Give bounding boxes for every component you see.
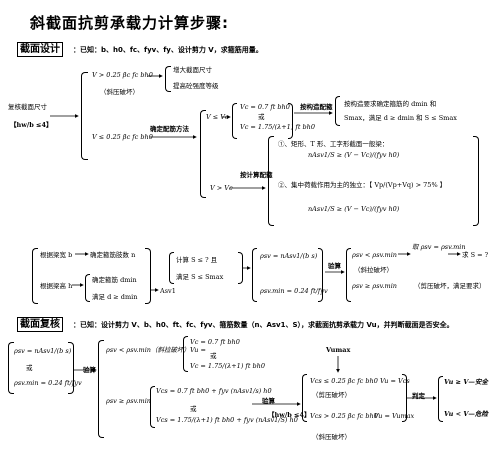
brace-rho <box>252 248 257 302</box>
diag-fail-note: （斜压破坏） <box>100 88 139 96</box>
brace-result <box>346 248 351 302</box>
section-label-design: 截面设计 <box>17 42 63 57</box>
v-le-vc: V ≤ Vc <box>206 113 229 121</box>
case-2: ②、集中荷载作用为主的独立：【 Vp/(Vp+Vq) > 75% 】 <box>278 181 447 189</box>
review-or: 或 <box>26 364 33 372</box>
result-vu-vcs: Vu = Vcs <box>380 377 410 385</box>
review-ge-case: ρsv ≥ ρsv.min <box>106 397 151 405</box>
hw-ratio: 【hw/b ≤4】 <box>10 121 53 129</box>
brace-review-cases <box>98 340 104 438</box>
by-width: 根据梁宽 b <box>40 251 73 259</box>
brace-construct <box>335 96 340 126</box>
vumax-label: Vumax <box>326 346 351 354</box>
review-vcs-2: Vcs = 1.75/(λ+1) ft bh0 + fyv (nAsv1/S) … <box>156 416 298 424</box>
rho-sv-formula: ρsv = nAsv1/(b s) <box>260 252 318 260</box>
design-header: ：已知：b、h0、fc、fyv、fy、设计剪力 V，求箍筋用量。 <box>73 46 263 54</box>
danger-result: Vu < V—危险 <box>444 410 488 418</box>
by-height: 根据梁高 h <box>40 282 73 290</box>
asv1: Asv1 <box>160 287 176 295</box>
brace-s <box>169 252 174 284</box>
vc-formula-1: Vc = 0.7 ft bh0 <box>240 103 290 111</box>
brace-vc <box>232 103 237 139</box>
vc-formula-2: Vc = 1.75/(λ+1) ft bh0 <box>240 123 315 131</box>
cond-vcs-gt: Vcs > 0.25 βc fc bh0 <box>310 412 378 420</box>
rho-min-formula: ρsv.min = 0.24 ft/fyv <box>260 287 328 295</box>
determine-d: 确定箍筋 dmin <box>92 276 137 284</box>
review-or-3: 或 <box>190 405 197 413</box>
check-label: 验算 <box>328 262 341 270</box>
brace-d <box>85 274 90 302</box>
brace-review-rho <box>8 342 14 394</box>
judge-label: 判定 <box>412 392 425 400</box>
find-s: 求 S = ? <box>462 251 489 259</box>
option-raise-concrete: 提高砼强度等级 <box>173 82 219 90</box>
determine-method: 确定配筋方法 <box>150 125 189 133</box>
construct-desc-1: 按构造要求确定箍筋的 dmin 和 <box>344 100 437 108</box>
construct-desc-2: Smax，满足 d ≥ dmin 和 S ≤ Smax <box>344 114 457 122</box>
review-header: ：已知：设计剪力 V、b、h0、ft、fc、fyv、箍筋数量（n、Asv1、S）… <box>73 321 454 329</box>
review-hw: 【hw/b ≤4】 <box>268 411 311 419</box>
review-rho-sv: ρsv = nAsv1/(b s) <box>14 347 72 355</box>
brace-calc <box>268 136 274 226</box>
review-diag-fail: （斜压破坏） <box>312 433 351 441</box>
review-check-2: 验算 <box>262 397 275 405</box>
diag-tension-note: （斜拉破坏） <box>354 266 393 274</box>
check-section-label: 复核截面尺寸 <box>8 103 47 111</box>
result-vu-max: Vu = Vumax <box>374 412 415 420</box>
rho-ge-min: ρsv ≥ ρsv.min <box>352 282 397 290</box>
brace-s-right <box>238 252 243 284</box>
case-1: ①、矩形、T 形、工字形截面一般梁： <box>278 140 389 148</box>
section-label-review: 截面复核 <box>17 317 63 332</box>
brace-review-rho-right <box>68 342 74 394</box>
case-2-formula: nAsv1/S ≥ (V − Vc)/(fyv h0) <box>308 205 400 213</box>
satisfy-s: 满足 S ≤ Smax <box>176 273 224 281</box>
cond-vcs-le: Vcs ≤ 0.25 βc fc bh0 <box>310 377 378 385</box>
legs-count: 确定箍筋肢数 n <box>90 251 136 259</box>
take-rho-min: 取 ρsv = ρsv.min <box>412 243 466 251</box>
option-enlarge-section: 增大截面尺寸 <box>173 66 212 74</box>
brace-review-vu <box>302 374 307 422</box>
review-or-2: 或 <box>210 352 217 360</box>
satisfy-d: 满足 d ≥ dmin <box>92 293 138 301</box>
page-title: 斜截面抗剪承载力计算步骤: <box>30 14 229 32</box>
review-vc-1: Vc = 0.7 ft bh0 <box>190 338 240 346</box>
construct-label: 按构造配箍 <box>300 103 333 111</box>
calc-s: 计算 S ≤ ? 且 <box>176 256 218 264</box>
brace-review-vcs <box>150 386 155 428</box>
review-rho-min: ρsv.min = 0.24 ft/fyv <box>14 379 82 387</box>
brace-design-main <box>81 72 88 160</box>
calc-label: 按计算配箍 <box>240 171 273 179</box>
cond-v-big: V > 0.25 βc fc bh0 <box>92 71 153 79</box>
brace-vc-right <box>288 103 293 139</box>
case-1-formula: nAsv1/S ≥ (V − Vc)/(fyv h0) <box>308 151 400 159</box>
brace-options <box>165 66 171 92</box>
brace-review-vc <box>183 336 188 372</box>
review-shear-comp: （剪压破坏） <box>312 391 351 399</box>
cond-v-ok: V ≤ 0.25 βc fc bh0 <box>92 133 153 141</box>
review-lt-case: ρsv < ρsv.min（斜拉破坏）Vu = <box>106 346 206 354</box>
review-vc-2: Vc = 1.75/(λ+1) ft bh0 <box>190 362 265 370</box>
v-gt-vc: V > Vc <box>210 184 233 192</box>
shear-comp-note: （剪压破坏，满足要求） <box>414 282 486 290</box>
or-label: 或 <box>258 113 265 121</box>
brace-bh <box>32 248 38 304</box>
brace-method <box>200 110 206 198</box>
brace-rho-right <box>318 248 323 302</box>
brace-bh-right <box>145 248 151 304</box>
rho-lt-min: ρsv < ρsv.min <box>352 251 397 259</box>
safe-result: Vu ≥ V—安全 <box>444 378 488 386</box>
brace-judge <box>438 376 443 422</box>
brace-calc-right <box>473 136 479 226</box>
review-vcs-1: Vcs = 0.7 ft bh0 + fyv (nAsv1/s) h0 <box>156 387 272 395</box>
